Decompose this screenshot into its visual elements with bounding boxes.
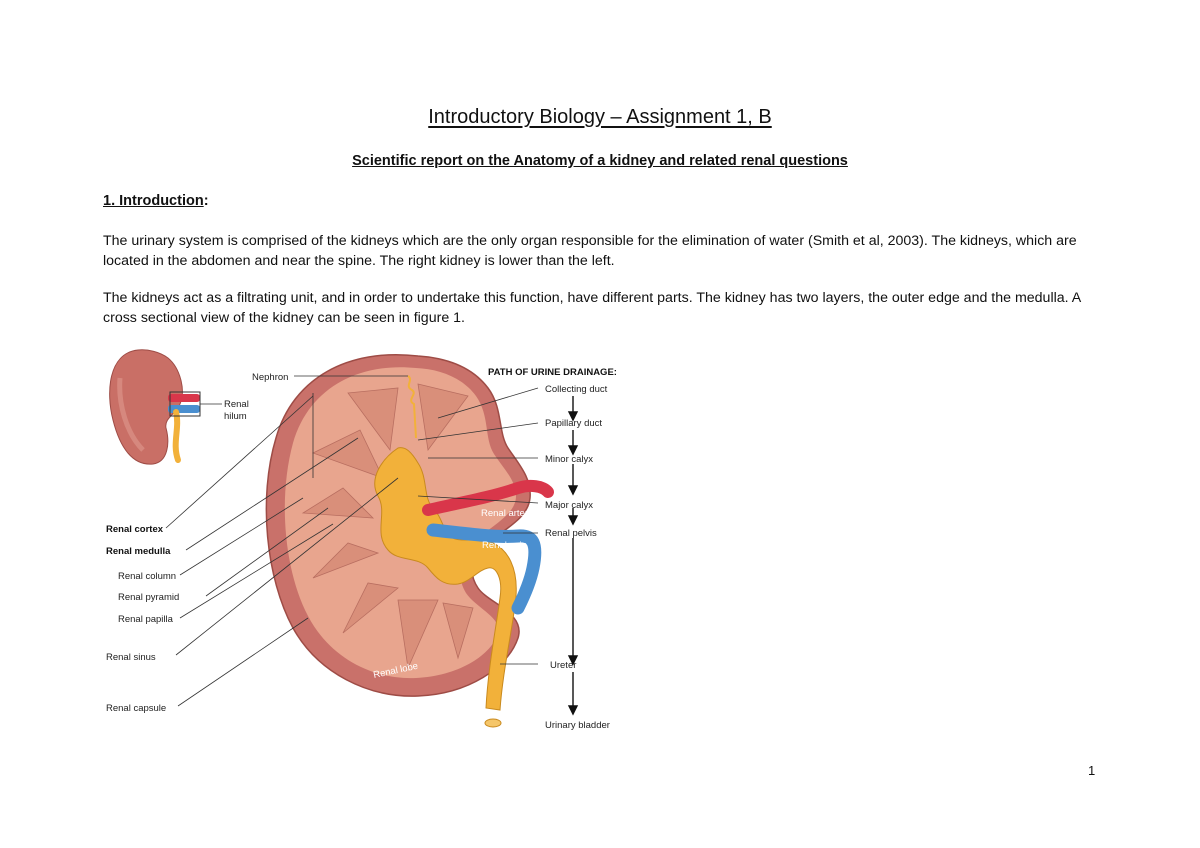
label-renal-medulla: Renal medulla (106, 546, 171, 557)
renal-artery-vessel (422, 479, 554, 516)
renal-pelvis (374, 447, 517, 711)
section-heading-colon: : (203, 193, 209, 209)
renal-pyramids (301, 383, 474, 670)
drainage-heading: PATH OF URINE DRAINAGE: (488, 367, 617, 378)
nephron-shape (407, 375, 417, 439)
page-number: 1 (1088, 763, 1096, 778)
document-title: Introductory Biology – Assignment 1, B (428, 106, 772, 128)
intro-paragraph-2: The kidneys act as a filtrating unit, an… (103, 290, 1081, 326)
label-renal-hilum-1: Renal (224, 399, 249, 410)
small-kidney-illustration (109, 349, 222, 465)
drainage-minor-calyx: Minor calyx (545, 454, 593, 465)
label-renal-column: Renal column (118, 571, 176, 582)
kidney-diagram: Renal hilum Renal cortex Renal medulla R… (106, 349, 617, 731)
document-subtitle: Scientific report on the Anatomy of a ki… (352, 153, 848, 169)
label-renal-papilla: Renal papilla (118, 614, 174, 625)
label-renal-vein: Renal vein (482, 540, 527, 551)
drainage-renal-pelvis: Renal pelvis (545, 528, 597, 539)
leader-lines (165, 375, 539, 707)
label-renal-artery: Renal artery (481, 508, 533, 519)
drainage-papillary-duct: Papillary duct (545, 418, 602, 429)
drainage-ureter: Ureter (550, 660, 576, 671)
label-renal-hilum-2: hilum (224, 411, 247, 422)
label-renal-pyramid: Renal pyramid (118, 592, 179, 603)
kidney-figure: Renal hilum Renal cortex Renal medulla R… (98, 338, 658, 738)
intro-paragraph-1: The urinary system is comprised of the k… (103, 233, 1077, 269)
label-nephron: Nephron (252, 372, 288, 383)
label-renal-cortex: Renal cortex (106, 524, 164, 535)
drainage-arrows (567, 396, 579, 716)
label-renal-capsule: Renal capsule (106, 703, 166, 714)
drainage-major-calyx: Major calyx (545, 500, 593, 511)
section-heading-text: 1. Introduction (103, 193, 204, 209)
section-heading: 1. Introduction: (103, 193, 209, 209)
drainage-urinary-bladder: Urinary bladder (545, 720, 610, 731)
renal-vein-vessel (426, 523, 542, 615)
label-renal-sinus: Renal sinus (106, 652, 156, 663)
drainage-collecting-duct: Collecting duct (545, 384, 608, 395)
